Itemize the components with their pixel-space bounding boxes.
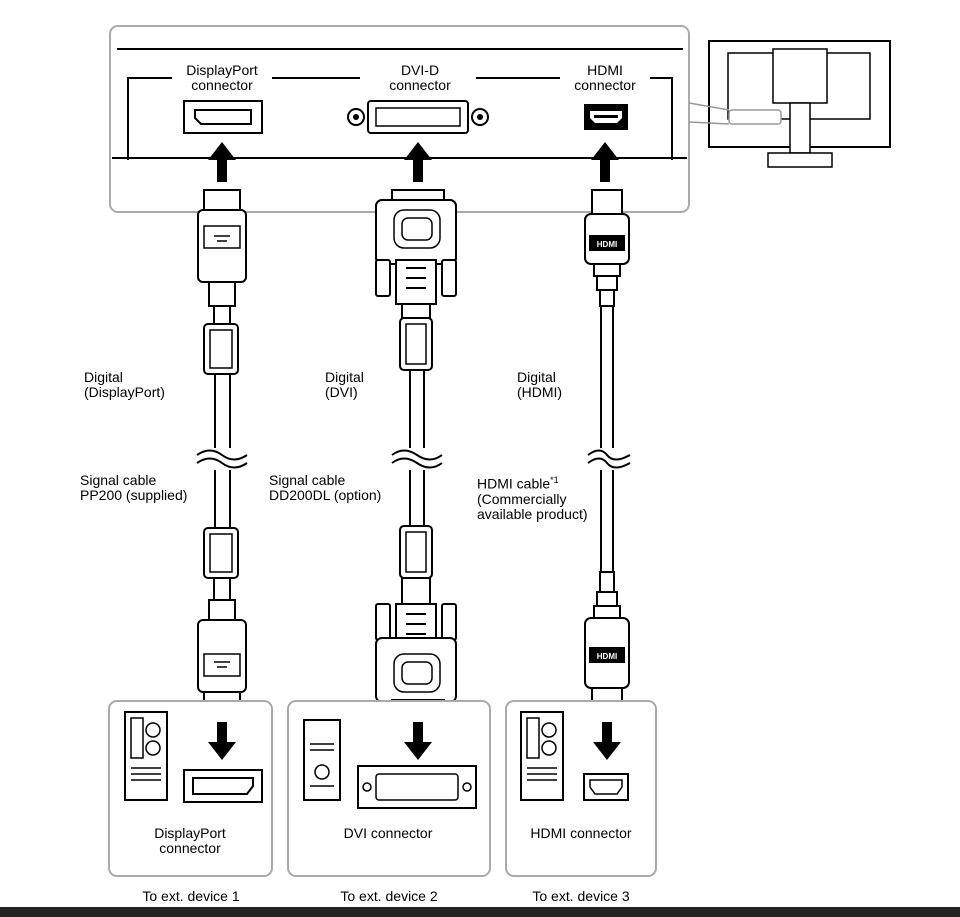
arrow-up-dvi-icon	[404, 142, 432, 182]
device-box-3	[505, 700, 657, 877]
hdmi-connector-label: HDMI connector	[574, 62, 636, 93]
device-displayport-port-icon	[183, 769, 263, 803]
device-1-caption: To ext. device 1	[142, 888, 240, 904]
hdmi-signal-label: Digital (HDMI)	[517, 369, 563, 400]
dvi-cable-label: Signal cable DD200DL (option)	[269, 472, 382, 503]
dvi-signal-label: Digital (DVI)	[325, 369, 364, 400]
displayport-cable	[196, 189, 248, 713]
device-dvi-port-icon	[357, 765, 477, 809]
arrow-down-hdmi-icon	[593, 722, 621, 760]
monitor-thumbnail-icon	[688, 40, 891, 168]
device-3-caption: To ext. device 3	[532, 888, 630, 904]
device-3-connector-label: HDMI connector	[530, 825, 632, 841]
dvi-port-icon	[347, 100, 489, 134]
arrow-up-dp-icon	[208, 142, 236, 182]
device-2-connector-label: DVI connector	[343, 825, 433, 841]
device-hdmi-port-icon	[583, 773, 629, 801]
hdmi-cable	[584, 189, 631, 713]
bottom-border-bar	[0, 907, 960, 917]
hdmi-plug-marking-bottom: HDMI	[597, 652, 617, 661]
hdmi-port-icon	[584, 104, 628, 130]
arrow-up-hdmi-icon	[591, 142, 619, 182]
displayport-port-icon	[183, 100, 263, 134]
hdmi-plug-marking-top: HDMI	[597, 240, 617, 249]
dp-signal-label: Digital (DisplayPort)	[84, 369, 165, 400]
arrow-down-dvi-icon	[404, 722, 432, 760]
dvi-cable	[375, 189, 457, 713]
dp-connector-label: DisplayPort connector	[186, 62, 258, 93]
dp-cable-label: Signal cable PP200 (supplied)	[80, 472, 188, 503]
device-2-caption: To ext. device 2	[340, 888, 438, 904]
hdmi-cable-label: HDMI cable*1 (Commercially available pro…	[477, 475, 588, 522]
arrow-down-dp-icon	[208, 722, 236, 760]
footnote-marker: *1	[550, 475, 559, 485]
dvi-connector-label: DVI-D connector	[389, 62, 451, 93]
device-1-connector-label: DisplayPort connector	[154, 825, 226, 856]
